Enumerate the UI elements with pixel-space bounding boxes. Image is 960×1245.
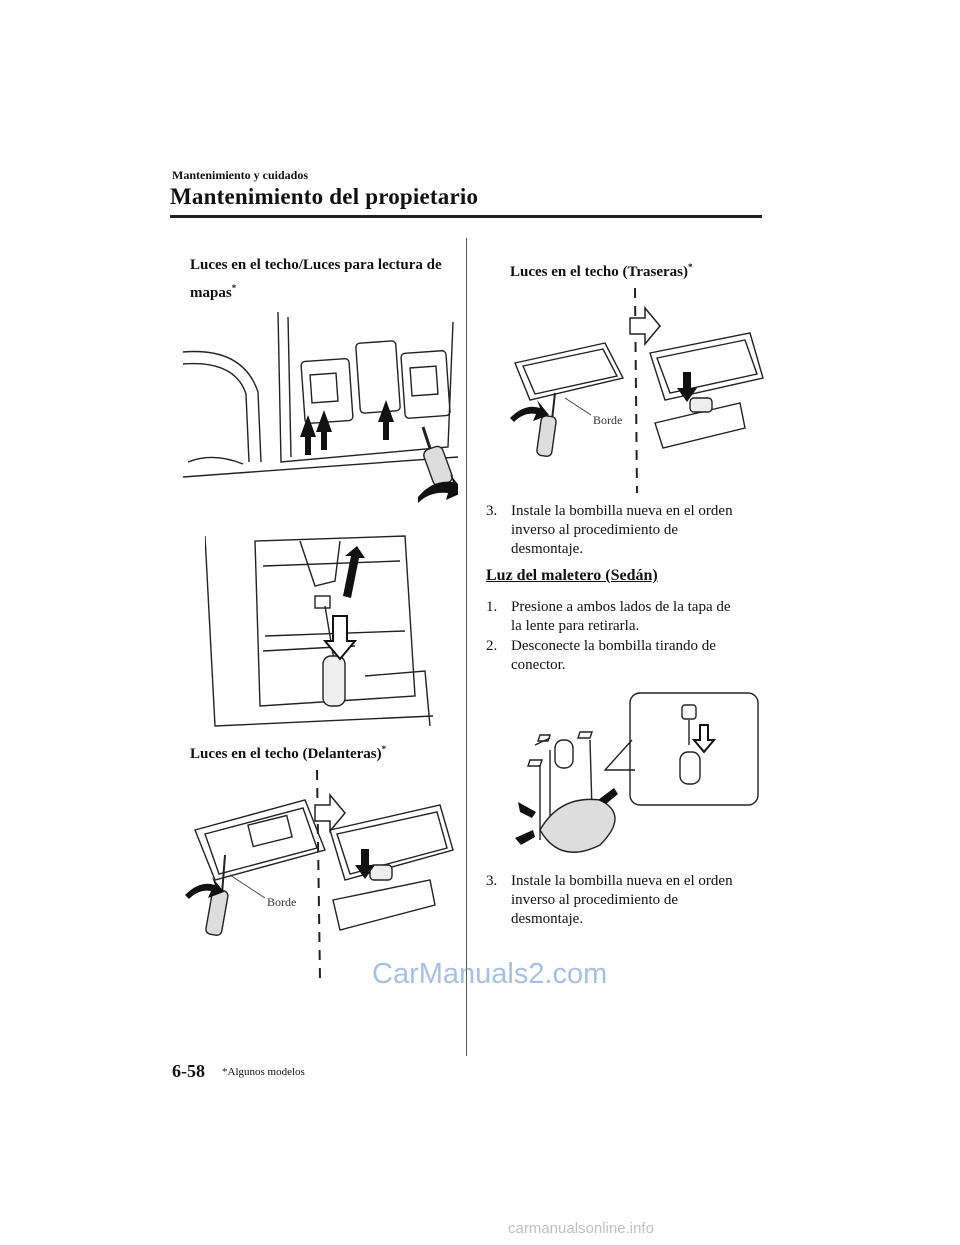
column-divider bbox=[466, 238, 467, 1056]
trunk-light-heading: Luz del maletero (Sedán) bbox=[486, 567, 658, 584]
heading-front-lights: Luces en el techo (Delanteras)* bbox=[190, 744, 387, 762]
title-rule bbox=[170, 215, 762, 218]
step-3-rear: 3. Instale la bombilla nueva en el orden… bbox=[486, 503, 733, 557]
rear-border-label: Borde bbox=[593, 413, 622, 427]
map-light-bulb-figure bbox=[205, 535, 434, 727]
map-light-removal-figure bbox=[183, 312, 458, 503]
front-light-removal-figure: Borde bbox=[185, 770, 454, 980]
site-mark: carmanualsonline.info bbox=[508, 1220, 654, 1237]
heading-rear-lights: Luces en el techo (Traseras)* bbox=[510, 262, 693, 280]
footnote: *Algunos modelos bbox=[222, 1066, 305, 1078]
trunk-light-figure bbox=[515, 692, 759, 853]
watermark: CarManuals2.com bbox=[372, 958, 608, 990]
heading-map-lights: Luces en el techo/Luces para lectura de … bbox=[190, 257, 442, 301]
step-1-trunk: 1. Presione a ambos lados de la tapa de … bbox=[486, 599, 731, 634]
page-number: 6-58 bbox=[172, 1061, 205, 1081]
page-title: Mantenimiento del propietario bbox=[170, 184, 479, 209]
rear-light-removal-figure: Borde bbox=[510, 288, 764, 493]
step-3-trunk: 3. Instale la bombilla nueva en el orden… bbox=[486, 873, 733, 927]
step-2-trunk: 2. Desconecte la bombilla tirando de con… bbox=[486, 638, 716, 673]
front-border-label: Borde bbox=[267, 895, 296, 909]
section-label: Mantenimiento y cuidados bbox=[172, 168, 309, 182]
